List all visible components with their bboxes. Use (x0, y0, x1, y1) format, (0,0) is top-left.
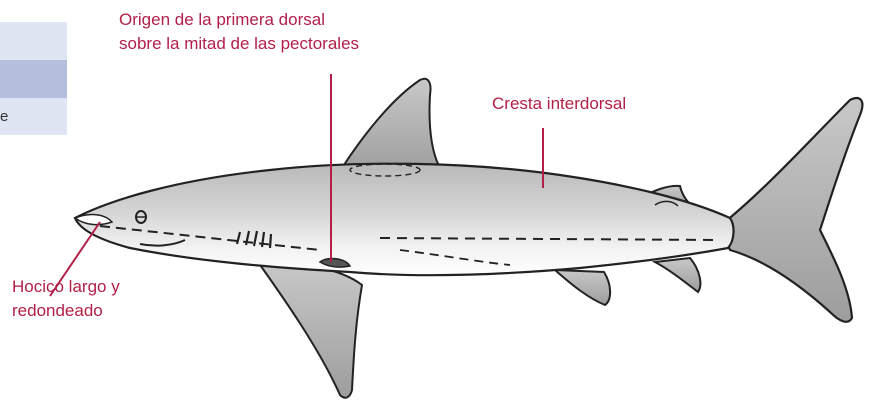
label-dorsal-origin-line2: sobre la mitad de las pectorales (119, 32, 359, 56)
label-snout-line2: redondeado (12, 299, 120, 323)
caudal-fin (720, 98, 862, 322)
anal-fin (655, 258, 700, 292)
pelvic-fin (555, 270, 610, 305)
label-interdorsal-crest: Cresta interdorsal (492, 92, 626, 116)
pectoral-fin (258, 262, 362, 398)
label-dorsal-origin-line1: Origen de la primera dorsal (119, 8, 359, 32)
shark-body (75, 164, 734, 276)
label-dorsal-origin: Origen de la primera dorsal sobre la mit… (119, 8, 359, 56)
label-snout: Hocico largo y redondeado (12, 275, 120, 323)
label-snout-line1: Hocico largo y (12, 275, 120, 299)
first-dorsal-fin (342, 79, 445, 175)
